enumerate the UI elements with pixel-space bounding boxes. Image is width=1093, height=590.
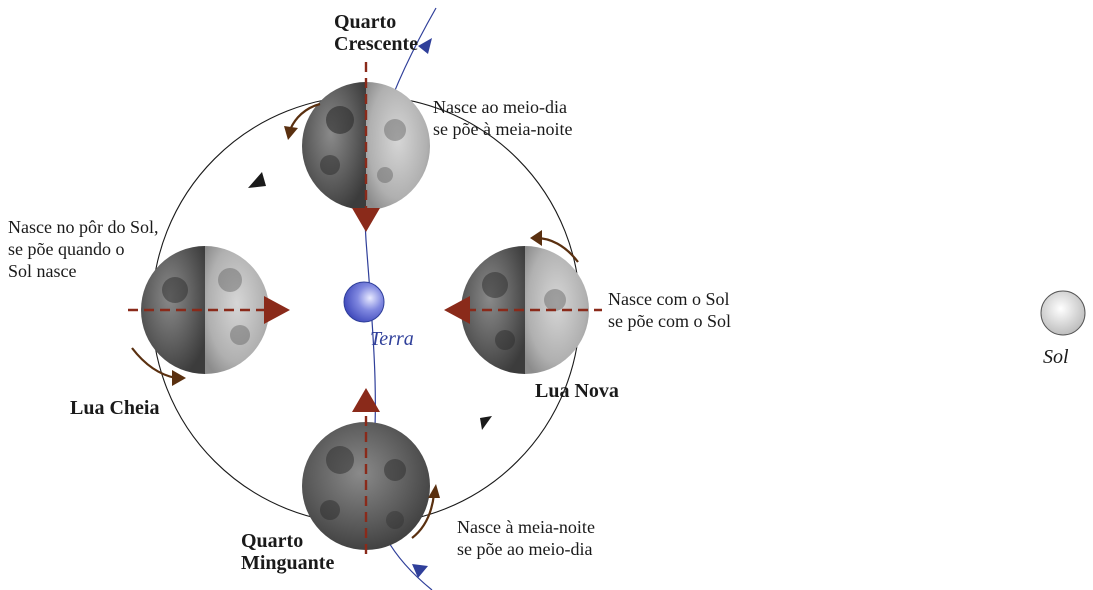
last-quarter-note: Nasce à meia-noite se põe ao meio-dia	[457, 517, 595, 559]
rotation-arrow-bottom	[411, 493, 436, 539]
rotation-arrowhead-right-icon	[530, 230, 542, 246]
new-moon-title: Lua Nova	[535, 380, 619, 402]
arrow-bottom-up-icon	[352, 388, 380, 412]
rotation-arrow-top	[288, 102, 321, 131]
orbit-arrow-topleft-icon	[248, 172, 266, 188]
orbit-arrow-bottomright-icon	[480, 416, 492, 430]
first-quarter-title: Quarto Crescente	[334, 11, 419, 55]
last-quarter-title: Quarto Minguante	[241, 530, 335, 574]
full-moon-title: Lua Cheia	[70, 397, 160, 419]
arrow-top-down-icon	[352, 208, 380, 232]
new-moon-note: Nasce com o Sol se põe com o Sol	[608, 289, 731, 331]
first-quarter-note: Nasce ao meio-dia se põe à meia-noite	[433, 97, 573, 139]
rotation-arrowhead-left-icon	[172, 370, 186, 386]
rotation-arrowhead-bottom-icon	[428, 484, 440, 498]
track-arrow-top-icon	[418, 38, 432, 54]
rotation-arrowhead-top-icon	[284, 126, 298, 140]
arrow-right-left-icon	[444, 296, 470, 324]
earth-label: Terra	[370, 328, 414, 350]
sun-label: Sol	[1043, 346, 1069, 368]
sun	[1040, 290, 1086, 336]
earth	[343, 281, 385, 323]
full-moon-note: Nasce no pôr do Sol, se põe quando o Sol…	[8, 217, 159, 281]
arrow-left-right-icon	[264, 296, 290, 324]
track-arrow-bottom-icon	[412, 564, 428, 578]
